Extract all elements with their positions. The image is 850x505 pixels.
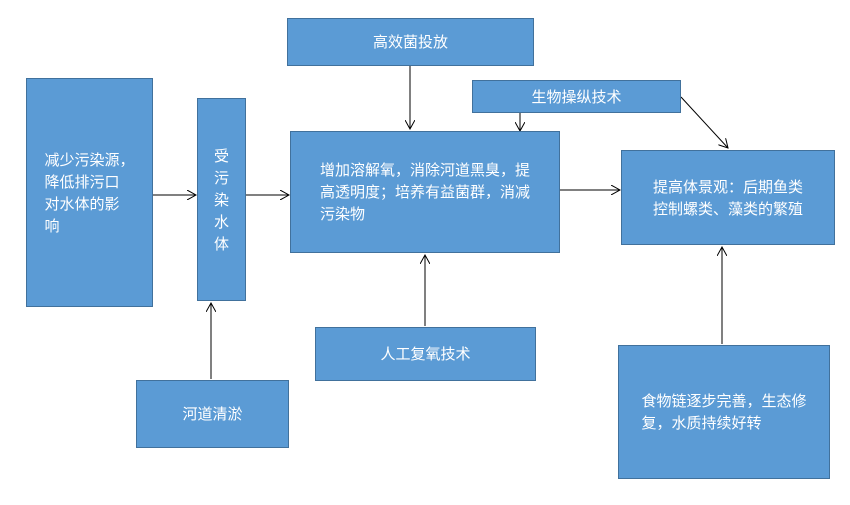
arrow-biocontrol-to-landscape (680, 96, 728, 148)
landscape-box: 提高体景观：后期鱼类 控制螺类、藻类的繁殖 (621, 150, 835, 245)
bio-control-box: 生物操纵技术 (472, 80, 681, 113)
landscape-text: 提高体景观：后期鱼类 控制螺类、藻类的繁殖 (652, 177, 803, 218)
food-chain-box: 食物链逐步完善，生态修 复，水质持续好转 (618, 345, 830, 479)
food-chain-text: 食物链逐步完善，生态修 复，水质持续好转 (641, 392, 807, 432)
bio-control-text: 生物操纵技术 (531, 87, 622, 106)
aeration-text: 人工复氧技术 (380, 345, 471, 363)
dredging-box: 河道清淤 (136, 380, 289, 448)
dredging-text: 河道清淤 (182, 405, 243, 423)
aeration-box: 人工复氧技术 (315, 327, 536, 381)
bacteria-text: 高效菌投放 (372, 33, 448, 51)
oxygen-effect-box: 增加溶解氧，消除河道黑臭，提 高透明度；培养有益菌群，消减 污染物 (290, 131, 560, 253)
polluted-water-box: 受污染水体 (197, 98, 246, 301)
bacteria-box: 高效菌投放 (287, 18, 534, 66)
polluted-water-text: 受污染水体 (213, 146, 229, 253)
oxygen-effect-text: 增加溶解氧，消除河道黑臭，提 高透明度；培养有益菌群，消减 污染物 (319, 161, 530, 223)
reduce-pollution-text: 减少污染源， 降低排污口 对水体的影 响 (44, 150, 135, 235)
reduce-pollution-box: 减少污染源， 降低排污口 对水体的影 响 (26, 78, 153, 307)
